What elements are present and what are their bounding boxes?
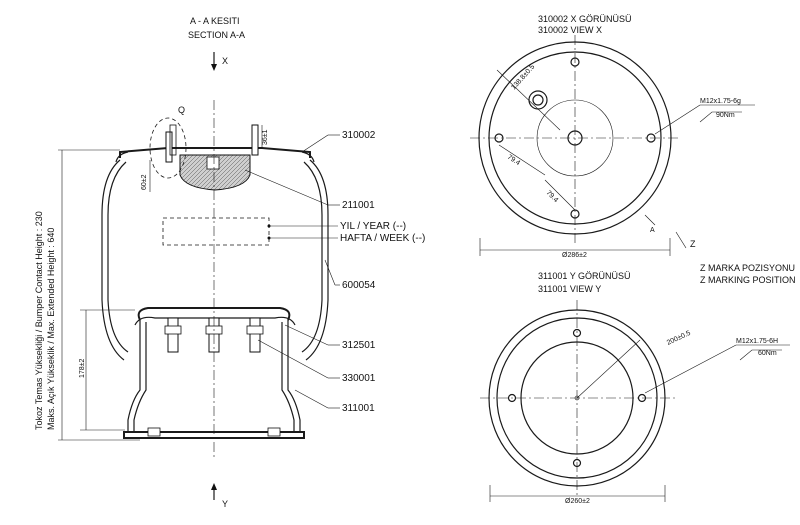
view-y-holes [507,328,647,468]
view-x-thread: M12x1.75-6g [700,98,741,105]
z-axis-label: Z [690,239,696,249]
section-title-tr: A - A KESITI [190,16,240,26]
part-310002: 310002 [342,130,376,141]
stud-right [251,124,259,156]
view-x-arrow: X [211,52,228,71]
section-a-mark: A [650,227,655,234]
piston-right-wall [287,320,301,432]
bumper-contact-height: Tokoz Temas Yüksekliği / Bumper Contact … [34,211,44,430]
bellows-left [101,159,125,361]
z-marking-tr: Z MARKA POZISYONU [700,263,795,273]
dim-79a-label: 79.4 [506,154,521,167]
view-y-arrow: Y [211,483,228,509]
piston-base [123,431,305,439]
air-port [528,90,548,110]
section-title-en: SECTION A-A [188,30,245,40]
view-x-holes [494,57,656,219]
part-330001: 330001 [342,373,376,384]
height-dimension [58,149,140,441]
section-title: A - A KESITI SECTION A-A [188,16,245,40]
view-y-torque: 60Nm [758,350,777,357]
view-y-title-en: 311001 VIEW Y [538,284,601,294]
top-plate [119,147,311,158]
z-marking-en: Z MARKING POSITION [700,275,796,285]
view-y-thread: M12x1.75-6H [736,338,778,345]
axis-y-label: Y [222,499,228,509]
air-spring-section: Q 36±1 60±2 [101,100,329,460]
marking-week: HAFTA / WEEK (--) [340,233,425,244]
stud-left [165,131,173,163]
dim-60-label: 60±2 [141,174,148,190]
view-y: 311001 Y GÖRÜNÜSÜ 311001 VIEW Y 200±0.5 … [480,271,790,505]
dim-178-label: 178±2 [79,358,86,378]
max-extended-height: Maks. Açık Yükseklik / Max. Extended Hei… [46,228,56,430]
view-x: 310002 X GÖRÜNÜSÜ 310002 VIEW X 138.8±0.… [470,14,755,259]
view-x-title-tr: 310002 X GÖRÜNÜSÜ [538,14,632,24]
part-311001: 311001 [342,403,375,414]
detail-q-label: Q [178,105,185,115]
detail-q-circle [149,117,187,179]
part-600054: 600054 [342,280,376,291]
view-x-title-en: 310002 VIEW X [538,25,602,35]
part-callouts: 310002 211001 YIL / YEAR (--) HAFTA / WE… [244,130,425,414]
piston-left-wall [127,320,141,432]
marking-year: YIL / YEAR (--) [340,221,406,232]
dim-260-label: Ø260±2 [565,498,590,505]
dim-36-label: 36±1 [262,129,269,145]
z-marking: Z Z MARKA POZISYONU Z MARKING POSITION [675,231,796,285]
bumper-block [179,154,251,191]
view-y-title-tr: 311001 Y GÖRÜNÜSÜ [538,271,631,281]
marking-area [162,217,270,246]
dim-200-label: 200±0.5 [666,330,692,347]
part-312501: 312501 [342,340,376,351]
dim-286-label: Ø286±2 [562,252,587,259]
axis-x-label: X [222,56,228,66]
dim-178: 178±2 [79,309,135,431]
view-x-torque: 90Nm [716,112,735,119]
bellows-right [305,159,329,361]
height-spec-label: Tokoz Temas Yüksekliği / Bumper Contact … [34,211,56,430]
part-211001: 211001 [342,200,375,211]
